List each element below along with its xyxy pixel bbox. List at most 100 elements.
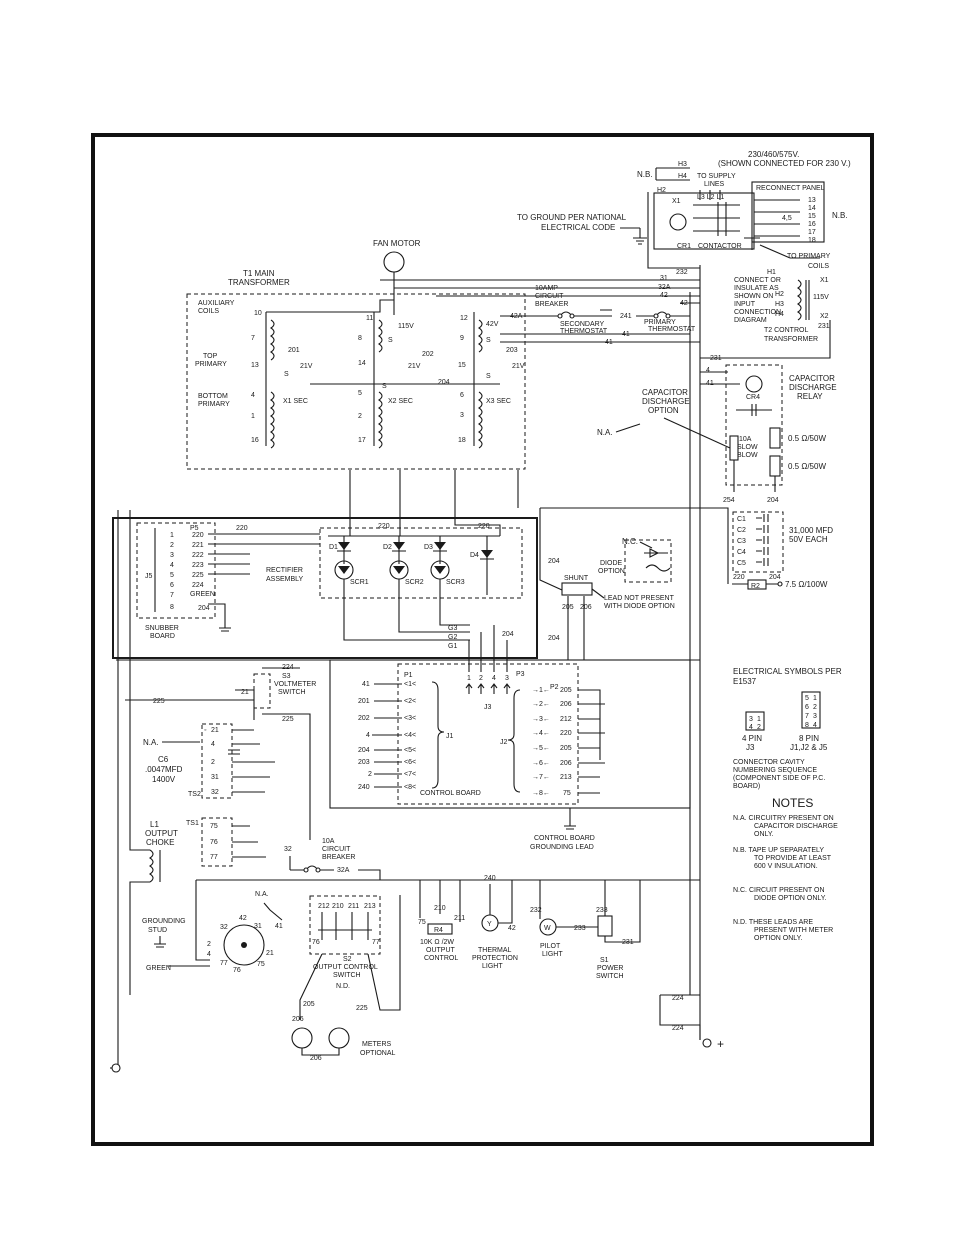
wire-220: 220 [733,574,745,581]
t1-title2: TRANSFORMER [228,278,290,287]
fuse-label: SLOW [737,444,758,451]
s2-label: SWITCH [333,972,361,979]
capacitor-c2: C2 [737,525,769,534]
cap-relay-label: CAPACITOR [789,374,835,383]
j3-label: J3 [484,704,492,711]
symbols-title: ELECTRICAL SYMBOLS PER [733,667,842,676]
t1-num: 12 [460,315,468,322]
rotary-num: 75 [257,961,265,968]
cap-option-label: CAPACITOR [642,388,688,397]
s2-top-num: 213 [364,903,376,910]
power-switch[interactable] [597,915,613,937]
to-primary-label: TO PRIMARY [787,253,831,260]
p2-wire: 205 [560,687,572,694]
s2-side: 76 [312,939,320,946]
notes: NOTES N.A. CIRCUITRY PRESENT ON CAPACITO… [733,796,838,942]
breaker-label: 10AMP [535,285,558,292]
ts2-label: TS2 [188,791,201,798]
p1-pin: <8< [404,784,416,791]
pin-wire: 225 [192,572,204,579]
wire-224b: 224 [672,995,684,1002]
positive-terminal [702,1038,712,1048]
h2-label: H2 [657,187,666,194]
wire-206c: 206 [310,1055,322,1062]
wire-21: 21 [241,689,249,696]
p5-label: P5 [190,525,199,532]
p2-wire: 212 [560,716,572,723]
pin8-num: 6 [805,704,809,711]
p3-label: P3 [516,671,525,678]
v42-label: 42V [486,321,499,328]
j1-label: J1 [446,733,454,740]
pin4-num: 1 [757,716,761,723]
pin8-num: 5 [805,695,809,702]
voltmeter-meter [291,1027,313,1049]
r2-label: R2 [751,583,760,590]
cap-bank-box [732,511,784,573]
p2-pin: →1← [532,687,550,694]
t2-tap: H3 [775,301,784,308]
pin: 1 [170,532,174,539]
rotary-num: 77 [220,960,228,967]
supply-connected-note: (SHOWN CONNECTED FOR 230 V.) [718,159,851,168]
t1-num: 7 [251,335,255,342]
p1-pin-1: 41<1< [362,681,416,688]
rotary-num: 42 [239,915,247,922]
p2-wire: 206 [560,760,572,767]
s-label: S [388,337,393,344]
nb-label: N.B. [637,170,653,179]
j5-label: J5 [145,573,153,580]
diode-option-label: OPTION [598,568,625,575]
wire-240: 240 [484,875,496,882]
v21-label: 21V [300,363,313,370]
rotary-num: 76 [233,967,241,974]
s-label: S [284,371,289,378]
connect-note: INPUT [734,301,756,308]
left-section: S3 VOLTMETER SWITCH 21 224 225 225 TS2 ◦… [110,510,700,1073]
j2-label: J2 [500,739,508,746]
pin: 2 [170,542,174,549]
pin8-label: J1,J2 & J5 [790,743,828,752]
nd-label: N.D. [336,983,350,990]
lines-label: LINES [704,181,725,188]
panel-num: 18 [808,237,816,244]
r4-spec: 10K Ω /2W [420,939,454,946]
p1-pin: <1< [404,681,416,688]
h4-label: H4 [678,173,687,180]
aux-label: AUXILIARY [198,300,235,307]
wire-42: 42 [660,292,668,299]
p2-label: P2 [550,684,559,691]
p1-pin: <7< [404,771,416,778]
contactor-coil [669,213,687,231]
p2-pin-4: →4←220 [532,730,572,737]
pin: 7 [170,592,174,599]
scr2: SCR2 [389,560,424,586]
wire-204e: 204 [502,631,514,638]
c6-label: C6 [158,755,169,764]
c6-label: 1400V [152,775,176,784]
ts2-term-num: 21 [211,727,219,734]
x1-label: X1 [672,198,681,205]
power-switch-label: POWER [597,965,623,972]
t2-label: TRANSFORMER [764,336,818,343]
ts1-block [201,817,233,867]
panel-tap: 4,5 [782,215,792,222]
s2-label: S2 [343,956,352,963]
top-primary-label2: PRIMARY [195,361,227,368]
r4-spec: OUTPUT [426,947,456,954]
s2-side: 77 [372,939,380,946]
note-line: N.A. CIRCUITRY PRESENT ON [733,815,834,822]
pin: 5 [170,572,174,579]
ground-stud-label: GROUNDING [142,918,186,925]
wire-232b: 232 [530,907,542,914]
cap-label: C5 [737,560,746,567]
wire-204b: 204 [767,497,779,504]
p1-pin: <3< [404,715,416,722]
resistor-r1 [769,427,781,449]
note-line: DIODE OPTION ONLY. [754,895,827,902]
r4-spec: CONTROL [424,955,458,962]
t2-tap: H4 [775,311,784,318]
